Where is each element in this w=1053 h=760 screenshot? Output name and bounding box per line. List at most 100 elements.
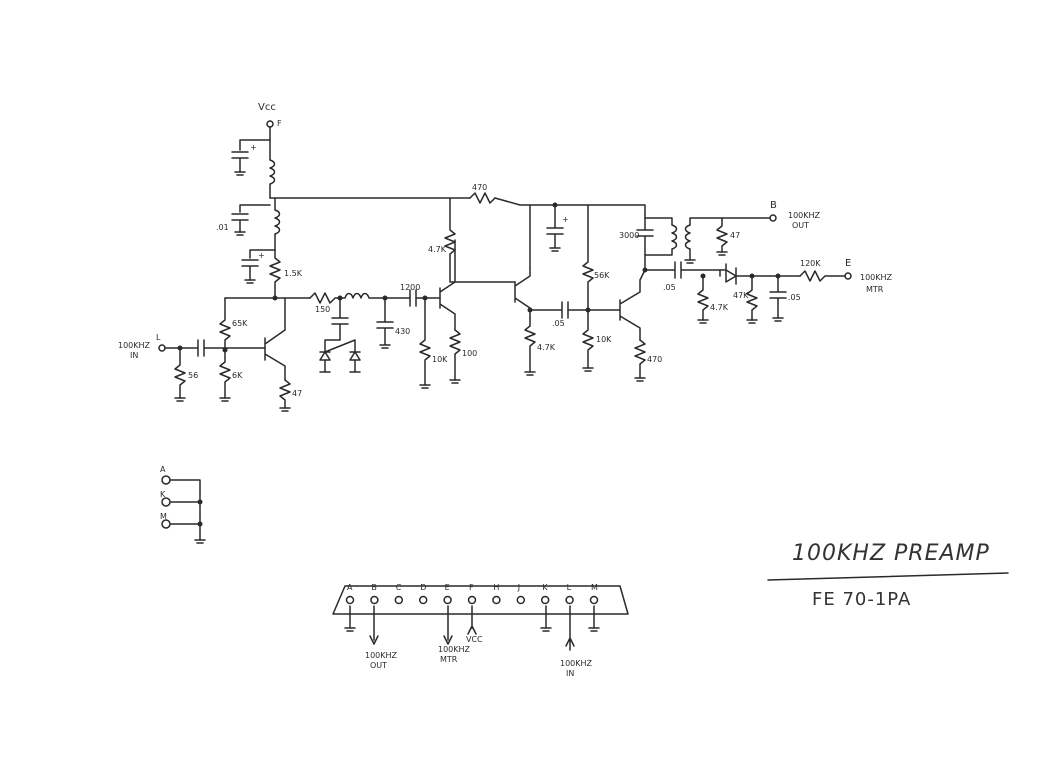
resistor-120k — [799, 270, 846, 282]
ground-icon — [279, 407, 291, 412]
cap-1200 — [409, 289, 441, 307]
resistor-4-7k-c — [697, 275, 709, 321]
label-r47-top: 47 — [730, 231, 740, 240]
connector-pin-label-e: E — [445, 583, 450, 592]
cap-01 — [231, 204, 271, 233]
jumper-label-a: A — [160, 465, 166, 474]
label-c1200: 1200 — [400, 283, 420, 292]
label-r10k: 10K — [432, 355, 448, 364]
input-terminal — [158, 344, 166, 352]
resistor-1-5k — [269, 249, 281, 299]
title-block: 100KHZ PREAMP FE 70-1PA — [767, 541, 1009, 610]
connector-pin-e — [443, 595, 452, 605]
label-r4-7k-c: 4.7K — [710, 303, 729, 312]
connector-pin-label-m: M — [591, 583, 598, 592]
svg-text:+: + — [258, 251, 265, 260]
diode-left — [319, 351, 331, 361]
ground-icon — [319, 359, 361, 373]
label-c430: 430 — [395, 327, 410, 336]
ground-icon — [684, 259, 696, 264]
input-label: 100KHZ — [118, 341, 151, 350]
ground-icon — [588, 605, 600, 632]
ground-icon — [582, 367, 594, 372]
connector-pin-label-f: F — [469, 583, 474, 592]
ground-icon — [244, 279, 256, 284]
ground-icon — [697, 319, 709, 324]
connector-pin-label-a: A — [347, 583, 353, 592]
output-pin-letter: B — [770, 200, 777, 211]
connector-shell — [332, 585, 629, 615]
connector-pin-label-j: J — [517, 583, 520, 592]
connector-out-label: 100KHZ — [365, 651, 398, 660]
cap-430 — [376, 297, 394, 349]
cap-05-b — [644, 261, 721, 279]
connector-pin-label-l: L — [567, 583, 572, 592]
in-arrow-icon — [565, 605, 575, 651]
ground-icon — [716, 251, 728, 256]
ground-icon — [194, 539, 206, 544]
tank-inductor — [644, 217, 678, 256]
transistor-q1 — [264, 297, 286, 381]
ground-icon — [540, 605, 552, 632]
cap-05-c — [769, 275, 787, 322]
meter-label: 100KHZ — [860, 273, 893, 282]
label-r47k: 47K — [733, 291, 749, 300]
connector-in-sub: IN — [566, 669, 574, 678]
cap-bypass-3 — [546, 204, 564, 252]
connector-in-label: 100KHZ — [560, 659, 593, 668]
resistor-10k — [419, 297, 431, 386]
label-r65k: 65K — [232, 319, 248, 328]
connector-pin-k — [540, 595, 550, 605]
cap-3000 — [636, 214, 654, 281]
resistor-47 — [279, 379, 291, 409]
cap-05-a — [529, 301, 621, 319]
output-label: 100KHZ — [788, 211, 821, 220]
connector-pin-f — [467, 595, 477, 605]
resistor-10k-b — [582, 309, 594, 369]
part-number: FE 70-1PA — [812, 589, 911, 610]
label-r4-7k-a: 4.7K — [428, 245, 447, 254]
label-c05-b: .05 — [663, 283, 676, 292]
output-wire — [689, 217, 771, 226]
label-c05-a: .05 — [552, 319, 565, 328]
ground-icon — [634, 377, 646, 382]
resistor-47-top — [716, 217, 728, 253]
output-coupling-coil — [684, 224, 691, 261]
meter-sub: MTR — [866, 285, 884, 294]
title-underline — [767, 572, 1009, 581]
connector-pin-d — [418, 595, 428, 605]
connector-vcc-label: VCC — [466, 635, 483, 644]
connector-pin-j — [516, 595, 526, 605]
connector-pin-label-k: K — [542, 583, 548, 592]
drawing-title: 100KHZ PREAMP — [792, 541, 990, 566]
connector-pin-label-d: D — [420, 583, 426, 592]
connector-pin-a — [345, 595, 355, 605]
vcc-arrow-icon — [467, 605, 477, 635]
connector-pin-label-b: B — [371, 583, 377, 592]
connector-pin-label-c: C — [396, 583, 402, 592]
label-r470-top: 470 — [472, 183, 487, 192]
connector-pin-l — [565, 595, 574, 605]
label-r150: 150 — [315, 305, 330, 314]
diode-right — [349, 351, 361, 361]
label-r100: 100 — [462, 349, 477, 358]
connector-pin-c — [394, 595, 404, 605]
label-r470-b: 470 — [647, 355, 662, 364]
out-arrow-icon — [369, 605, 379, 645]
label-c05-c: .05 — [788, 293, 801, 302]
label-r120k: 120K — [800, 259, 821, 268]
mtr-arrow-icon — [443, 605, 453, 645]
cap-bypass-2 — [241, 249, 276, 281]
resistor-100 — [449, 329, 461, 381]
svg-text:+: + — [562, 215, 569, 224]
varactor-pair — [324, 297, 356, 353]
svg-text:+: + — [250, 143, 257, 152]
resistor-470-b — [634, 339, 646, 379]
inductor-2 — [274, 197, 281, 251]
resistor-6k — [219, 349, 231, 399]
label-r47: 47 — [292, 389, 302, 398]
input-sub: IN — [130, 351, 138, 360]
